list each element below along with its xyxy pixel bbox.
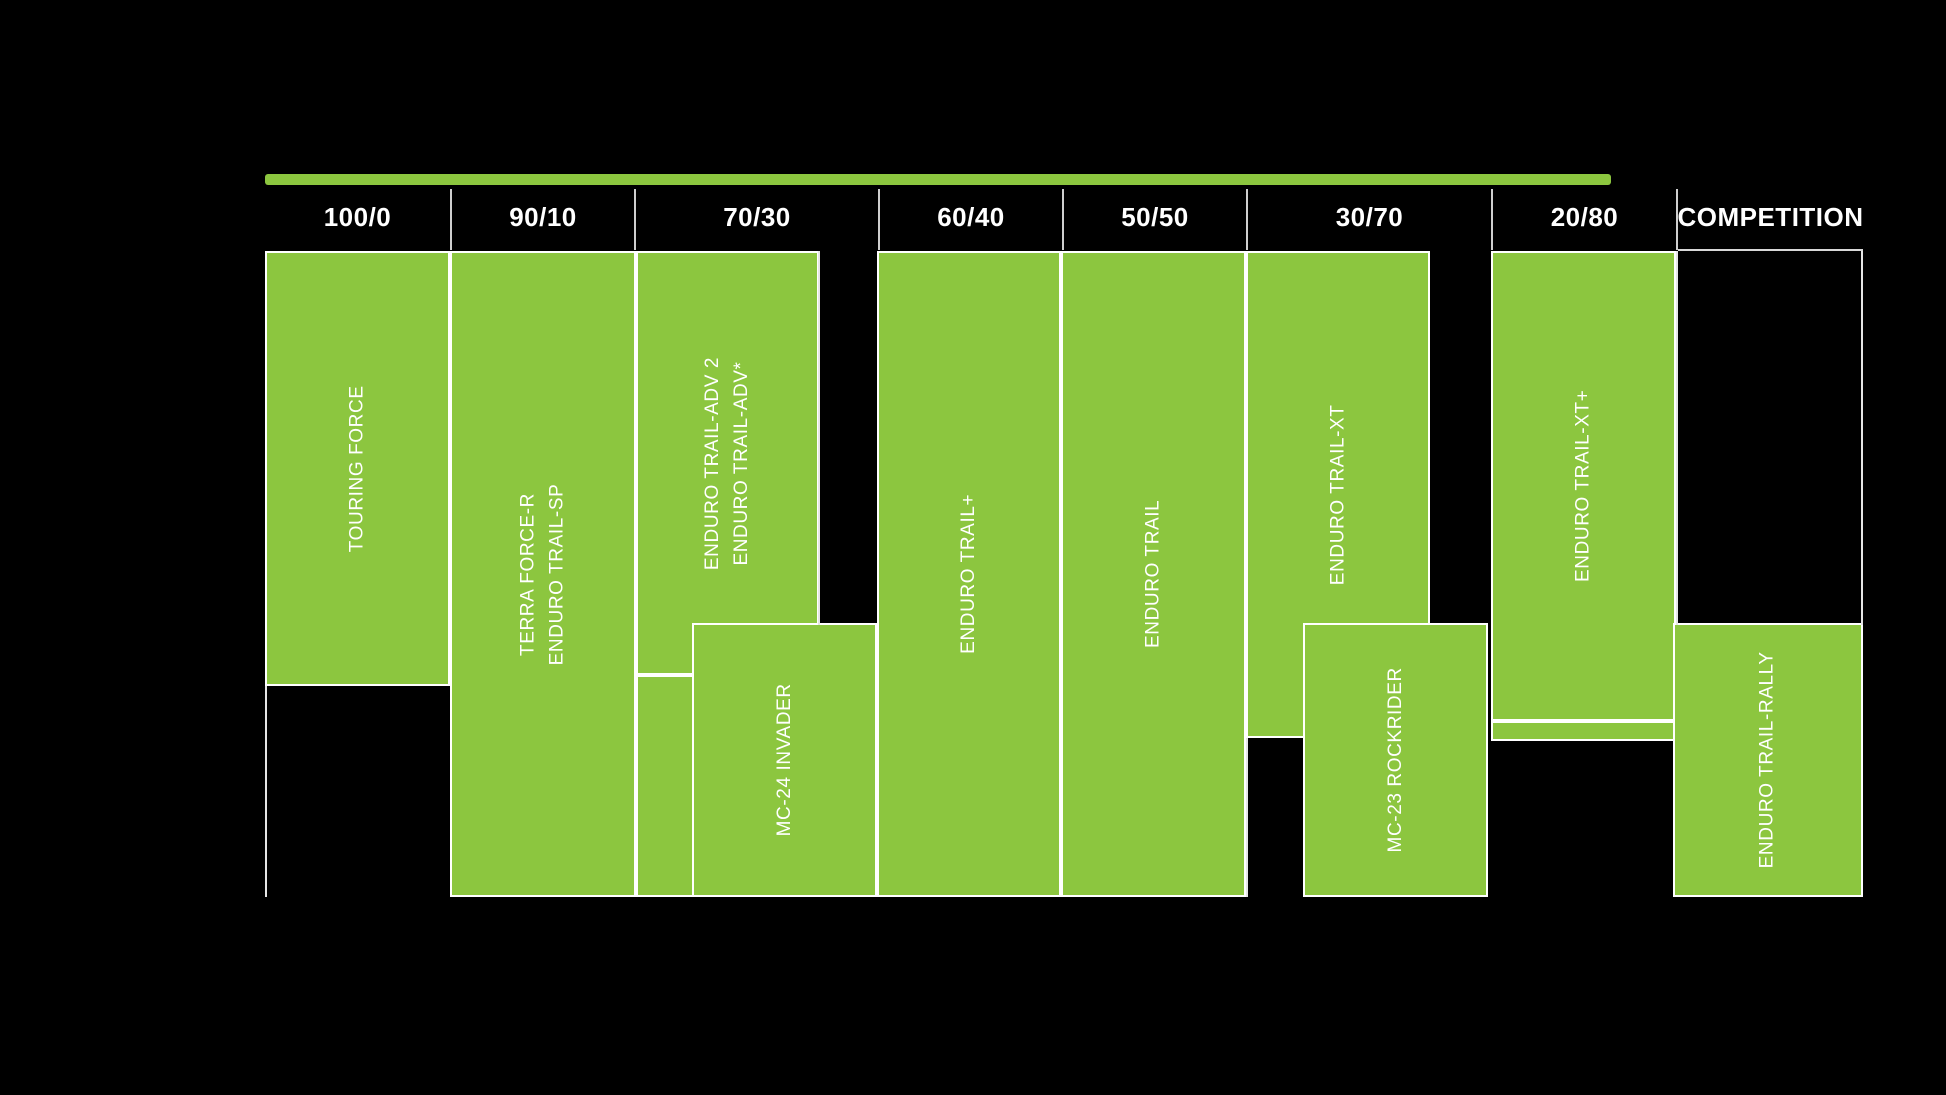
bar-mc-24-invader[interactable]: MC-24 INVADER bbox=[692, 623, 877, 897]
bar-enduro-trail-rally[interactable]: ENDURO TRAIL-RALLY bbox=[1673, 623, 1863, 897]
header-cell-20-80[interactable]: 20/80 bbox=[1493, 185, 1676, 250]
column-rule-100-0-left bbox=[265, 686, 267, 897]
header-label: 100/0 bbox=[323, 202, 392, 232]
bar-label: ENDURO TRAIL-XT bbox=[1327, 404, 1349, 585]
header-cell-90-10[interactable]: 90/10 bbox=[452, 185, 634, 250]
bar-label-line1: ENDURO TRAIL-ADV 2 bbox=[702, 356, 724, 570]
column-rule-70-30-right bbox=[818, 251, 820, 625]
bar-label-line1: TERRA FORCE-R bbox=[517, 492, 539, 656]
header-label: 60/40 bbox=[937, 202, 1005, 232]
header-cell-60-40[interactable]: 60/40 bbox=[880, 185, 1062, 250]
header-label: 70/30 bbox=[723, 202, 791, 232]
bar-label: ENDURO TRAIL-RALLY bbox=[1757, 651, 1779, 869]
header-cell-70-30[interactable]: 70/30 bbox=[636, 185, 878, 250]
bar-label: TOURING FORCE bbox=[346, 385, 368, 552]
bar-mc-23-rockrider[interactable]: MC-23 ROCKRIDER bbox=[1303, 623, 1488, 897]
bar-label: ENDURO TRAIL-XT+ bbox=[1572, 389, 1594, 583]
header-separator bbox=[634, 189, 636, 250]
header-label: 20/80 bbox=[1550, 202, 1619, 232]
bar-enduro-trail-adv[interactable]: ENDURO TRAIL-ADV 2 ENDURO TRAIL-ADV* bbox=[636, 251, 819, 675]
header-separator bbox=[878, 189, 880, 250]
bar-filler-30-70 bbox=[1491, 721, 1676, 741]
header-separator bbox=[1491, 189, 1493, 250]
header-separator bbox=[1676, 189, 1678, 250]
header-row: 100/0 90/10 70/30 60/40 50/50 30/70 20/8… bbox=[0, 185, 1946, 250]
bar-label: ENDURO TRAIL+ bbox=[958, 493, 980, 654]
header-separator bbox=[1246, 189, 1248, 250]
header-label: 30/70 bbox=[1335, 202, 1404, 232]
competition-underline bbox=[1678, 249, 1863, 251]
header-separator bbox=[1062, 189, 1064, 250]
column-rule-competition-right bbox=[1861, 251, 1863, 625]
header-separator bbox=[450, 189, 452, 250]
bar-enduro-trail-xt-plus[interactable]: ENDURO TRAIL-XT+ bbox=[1491, 251, 1676, 721]
header-label: 50/50 bbox=[1121, 202, 1189, 232]
bar-label-line2: ENDURO TRAIL-ADV* bbox=[730, 360, 752, 566]
column-rule-competition-left bbox=[1676, 251, 1678, 625]
bar-label-line2: ENDURO TRAIL-SP bbox=[545, 483, 567, 665]
bar-enduro-trail-plus[interactable]: ENDURO TRAIL+ bbox=[877, 251, 1061, 897]
bar-enduro-trail[interactable]: ENDURO TRAIL bbox=[1061, 251, 1246, 897]
bar-label: ENDURO TRAIL-ADV 2 ENDURO TRAIL-ADV* bbox=[699, 356, 756, 569]
header-cell-50-50[interactable]: 50/50 bbox=[1064, 185, 1246, 250]
bar-label: MC-23 ROCKRIDER bbox=[1384, 667, 1406, 853]
header-label: COMPETITION bbox=[1677, 202, 1864, 232]
header-cell-100-0[interactable]: 100/0 bbox=[265, 185, 450, 250]
bar-touring-force[interactable]: TOURING FORCE bbox=[265, 251, 450, 686]
column-rule-30-70-left bbox=[1246, 738, 1248, 897]
header-label: 90/10 bbox=[509, 202, 577, 232]
bar-label: TERRA FORCE-R ENDURO TRAIL-SP bbox=[514, 483, 571, 665]
top-accent-bar bbox=[265, 174, 1611, 185]
bar-filler-70-30 bbox=[636, 675, 694, 897]
header-cell-competition[interactable]: COMPETITION bbox=[1677, 185, 1864, 250]
bar-label: MC-24 INVADER bbox=[773, 683, 795, 837]
bar-label: ENDURO TRAIL bbox=[1142, 499, 1164, 649]
header-cell-30-70[interactable]: 30/70 bbox=[1248, 185, 1491, 250]
bar-terra-force-r[interactable]: TERRA FORCE-R ENDURO TRAIL-SP bbox=[450, 251, 636, 897]
